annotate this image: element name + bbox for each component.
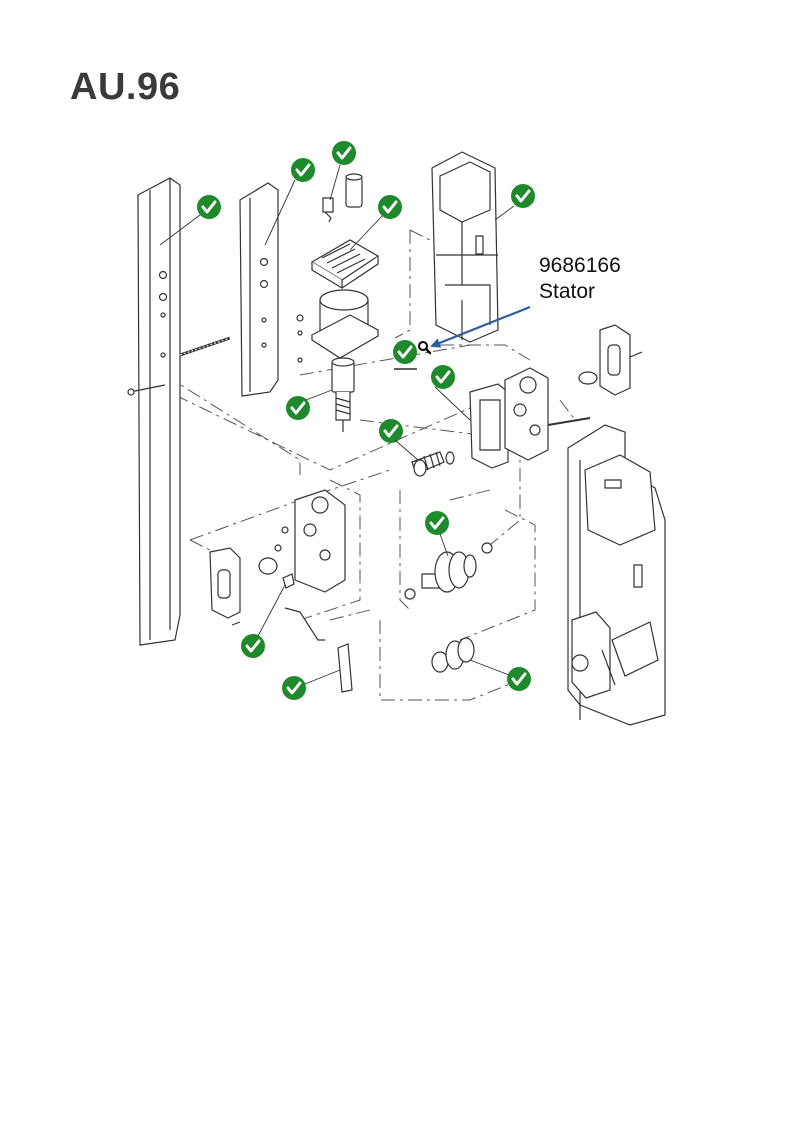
worm-gear (412, 452, 454, 476)
check-circle-icon[interactable] (289, 156, 317, 184)
main-gear-shaft (405, 543, 492, 599)
motor-shaft (332, 358, 354, 432)
page-title: AU.96 (70, 66, 181, 108)
lower-cover (568, 425, 665, 725)
check-circle-icon[interactable] (195, 193, 223, 221)
callout-arrow (430, 305, 531, 348)
check-circle-icon[interactable] (377, 417, 405, 445)
check-circle-icon[interactable] (505, 665, 533, 693)
part-number: 9686166 (539, 254, 621, 277)
check-circle-icon[interactable] (391, 338, 419, 366)
check-circle-icon[interactable] (280, 674, 308, 702)
release-key (283, 574, 352, 692)
inner-column-profile (180, 183, 278, 396)
capacitor (323, 174, 362, 222)
part-callout: 9686166 Stator (539, 253, 621, 305)
motor-housing (297, 290, 378, 362)
upper-cover (432, 152, 498, 342)
left-bracket (210, 548, 277, 625)
terminal-block (312, 240, 378, 288)
check-circle-icon[interactable] (509, 182, 537, 210)
marker-leader-lines (159, 164, 515, 685)
gearbox-cover (470, 384, 508, 468)
check-circle-icon[interactable] (423, 509, 451, 537)
part-name: Stator (539, 280, 596, 303)
check-circle-icon[interactable] (429, 363, 457, 391)
lower-housing (275, 490, 345, 592)
right-bracket (579, 325, 642, 395)
check-circle-icon[interactable] (239, 632, 267, 660)
lower-gear-set (432, 638, 474, 672)
check-circle-icon[interactable] (330, 139, 358, 167)
left-column-profile (128, 178, 180, 645)
check-circle-icon[interactable] (376, 193, 404, 221)
magnifier-icon[interactable] (418, 341, 432, 355)
gearbox-housing (505, 368, 590, 460)
assembly-guide-lines (164, 229, 576, 701)
